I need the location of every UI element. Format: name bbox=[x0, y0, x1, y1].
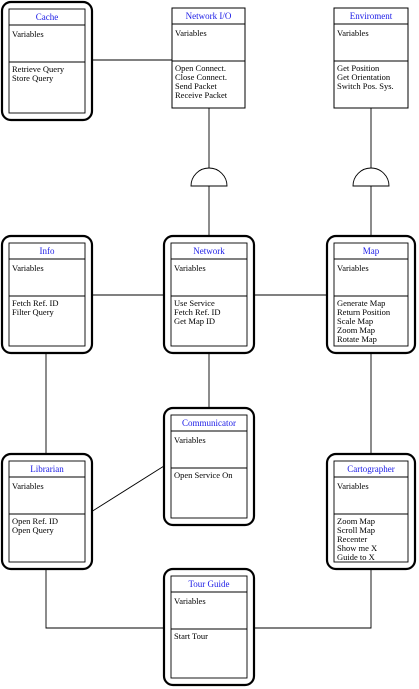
class-title: Tour Guide bbox=[188, 579, 229, 589]
class-attributes: Variables bbox=[337, 481, 369, 491]
class-title: Librarian bbox=[30, 464, 64, 474]
class-operation: Store Query bbox=[12, 73, 54, 83]
connector-librarian-tourguide bbox=[45, 569, 164, 629]
class-body bbox=[170, 242, 248, 347]
class-operation: Start Tour bbox=[174, 631, 208, 641]
class-body bbox=[333, 7, 409, 109]
class-title: Cache bbox=[36, 12, 59, 22]
class-operation: Show me X bbox=[337, 543, 377, 553]
class-operation: Recenter bbox=[337, 534, 367, 544]
class-body bbox=[8, 8, 86, 114]
class-operation: Return Position bbox=[337, 307, 391, 317]
class-title: Info bbox=[40, 246, 55, 256]
class-attributes: Variables bbox=[174, 263, 206, 273]
class-operation: Generate Map bbox=[337, 298, 385, 308]
class-title: Enviroment bbox=[350, 11, 393, 21]
class-operation: Get Map ID bbox=[174, 316, 215, 326]
class-body bbox=[333, 242, 409, 347]
class-operation: Zoom Map bbox=[337, 516, 375, 526]
class-attributes: Variables bbox=[337, 28, 369, 38]
interface-dome-network bbox=[190, 167, 228, 187]
class-operation: Open Query bbox=[12, 525, 55, 535]
class-operation: Zoom Map bbox=[337, 325, 375, 335]
class-title: Network bbox=[193, 246, 225, 256]
class-body bbox=[170, 575, 248, 679]
class-attributes: Variables bbox=[12, 29, 44, 39]
class-operation: Scroll Map bbox=[337, 525, 375, 535]
connector-cartographer-tourguide bbox=[253, 569, 372, 629]
class-operation: Use Service bbox=[174, 298, 215, 308]
class-operation: Get Position bbox=[337, 63, 380, 73]
class-body bbox=[333, 460, 409, 563]
class-body bbox=[8, 242, 86, 347]
class-attributes: Variables bbox=[174, 596, 206, 606]
class-title: Map bbox=[363, 246, 380, 256]
class-operation: Get Orientation bbox=[337, 72, 391, 82]
interface-dome-map bbox=[352, 167, 390, 187]
class-operation: Close Connect. bbox=[175, 72, 227, 82]
class-operation: Scale Map bbox=[337, 316, 373, 326]
class-operation: Open Ref. ID bbox=[12, 516, 58, 526]
class-body bbox=[170, 414, 248, 519]
class-operation: Receive Packet bbox=[175, 90, 228, 100]
class-attributes: Variables bbox=[12, 263, 44, 273]
class-attributes: Variables bbox=[175, 28, 207, 38]
class-operation: Open Service On bbox=[174, 470, 233, 480]
class-title: Cartographer bbox=[347, 464, 394, 474]
class-attributes: Variables bbox=[174, 435, 206, 445]
class-operation: Fetch Ref. ID bbox=[174, 307, 221, 317]
class-operation: Retrieve Query bbox=[12, 64, 65, 74]
class-title: Network I/O bbox=[186, 11, 232, 21]
class-operation: Open Connect. bbox=[175, 63, 226, 73]
class-body bbox=[8, 460, 86, 563]
class-attributes: Variables bbox=[12, 481, 44, 491]
class-body bbox=[171, 7, 246, 109]
connectors bbox=[45, 59, 372, 629]
class-operation: Filter Query bbox=[12, 307, 55, 317]
class-operation: Rotate Map bbox=[337, 334, 377, 344]
class-attributes: Variables bbox=[337, 263, 369, 273]
class-operation: Send Packet bbox=[175, 81, 217, 91]
class-operation: Guide to X bbox=[337, 552, 375, 562]
connector-librarian-communicator bbox=[90, 465, 165, 513]
class-operation: Switch Pos. Sys. bbox=[337, 81, 394, 91]
class-title: Communicator bbox=[182, 418, 236, 428]
class-operation: Fetch Ref. ID bbox=[12, 298, 59, 308]
